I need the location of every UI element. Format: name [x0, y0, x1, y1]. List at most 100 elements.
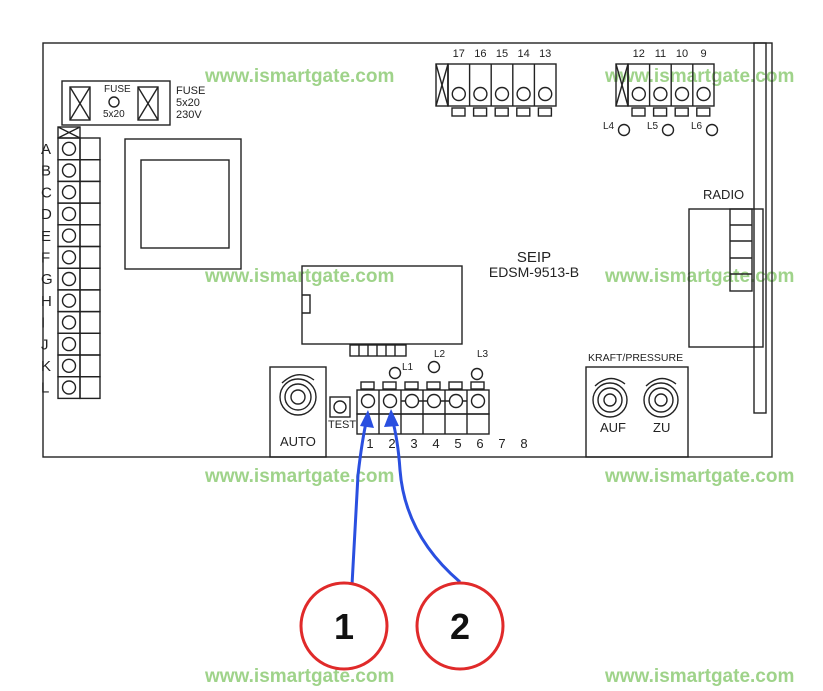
terminal-label: L: [41, 380, 49, 397]
terminal-10: 10: [670, 48, 690, 117]
terminal-8: 8: [520, 436, 527, 451]
fuse-side-voltage: 230V: [176, 109, 202, 121]
terminal-12: 12: [627, 48, 646, 117]
terminal-e: E: [41, 224, 101, 248]
radio-module: [688, 208, 764, 348]
arrow-to-terminal-1: [350, 417, 369, 586]
terminal-13: 13: [533, 48, 553, 117]
terminal-number: 13: [539, 48, 551, 60]
terminal-label: E: [41, 228, 51, 245]
led-label: L5: [647, 121, 659, 132]
terminal-number: 8: [520, 436, 527, 451]
terminal-a: A: [41, 137, 101, 161]
terminal-1: 1: [360, 381, 376, 451]
watermark: www.ismartgate.com: [204, 66, 394, 87]
terminal-label: H: [41, 293, 52, 310]
terminal-number: 16: [474, 48, 486, 60]
auto-potentiometer: [269, 366, 327, 458]
terminal-label: D: [41, 206, 52, 223]
watermark: www.ismartgate.com: [604, 266, 794, 287]
led-l2: L2: [427, 349, 446, 374]
led-label: L2: [434, 349, 446, 360]
terminal-11: 11: [648, 48, 668, 117]
terminal-6: 6: [466, 381, 486, 451]
callout-ring: [299, 581, 389, 671]
fuse-side-label: FUSE: [176, 85, 205, 97]
watermark: www.ismartgate.com: [604, 66, 794, 87]
terminal-number: 2: [388, 436, 395, 451]
terminal-l: L: [41, 376, 101, 400]
terminal-number: 1: [366, 436, 373, 451]
fuse-holder: FUSE 5x20: [61, 80, 171, 126]
terminal-9: 9: [692, 48, 711, 117]
pressure-title: KRAFT/PRESSURE: [588, 352, 683, 364]
callout-ring: [415, 581, 505, 671]
terminal-j: J: [41, 332, 101, 356]
board-edge-strip: [753, 42, 767, 414]
terminal-g: G: [41, 267, 101, 291]
terminal-label: F: [41, 250, 50, 267]
board-brand: SEIP: [517, 249, 551, 266]
top-terminal-block-left: [435, 63, 557, 107]
watermarks: www.ismartgate.com www.ismartgate.com ww…: [204, 66, 794, 687]
transformer: [124, 138, 242, 270]
terminal-number: 7: [498, 436, 505, 451]
test-label: TEST: [328, 419, 356, 431]
terminal-7: 7: [498, 436, 505, 451]
terminal-15: 15: [490, 48, 510, 117]
terminal-label: A: [41, 141, 51, 158]
arrowhead-2: [384, 409, 399, 427]
callout-2: 2: [415, 581, 505, 671]
terminal-number: 17: [453, 48, 465, 60]
radio-label: RADIO: [703, 187, 744, 202]
terminal-number: 10: [676, 48, 688, 60]
terminal-14: 14: [512, 48, 531, 117]
led-label: L4: [603, 121, 615, 132]
terminal-number: 11: [655, 48, 666, 60]
terminal-h: H: [41, 289, 101, 313]
terminal-3: 3: [400, 381, 420, 451]
arrowhead-1: [360, 410, 374, 428]
watermark: www.ismartgate.com: [204, 666, 394, 687]
callout-1: 1: [299, 581, 389, 671]
led-l3: L3: [470, 349, 489, 381]
terminal-4: 4: [422, 381, 442, 451]
terminal-label: J: [41, 336, 49, 353]
terminal-f: F: [41, 245, 101, 269]
terminal-number: 6: [476, 436, 483, 451]
terminal-16: 16: [468, 48, 488, 117]
terminal-k: K: [41, 354, 101, 378]
watermark: www.ismartgate.com: [204, 466, 394, 487]
led-label: L3: [477, 349, 489, 360]
led-label: L1: [402, 362, 414, 373]
fuse-rating: 5x20: [103, 109, 125, 120]
led-l4: L4: [603, 121, 631, 137]
watermark: www.ismartgate.com: [204, 266, 394, 287]
terminal-d: D: [41, 202, 101, 226]
terminal-label: K: [41, 358, 51, 375]
led-l5: L5: [647, 121, 675, 137]
led-l1: L1: [388, 362, 414, 380]
terminal-number: 5: [454, 436, 461, 451]
terminal-label: G: [41, 271, 53, 288]
callout-number: 2: [450, 606, 470, 647]
terminal-number: 4: [432, 436, 439, 451]
terminal-c: C: [41, 180, 101, 204]
fuse-label: FUSE: [104, 84, 131, 95]
led-l6: L6: [691, 121, 719, 137]
terminal-i: I: [41, 310, 101, 335]
test-button: [329, 396, 351, 418]
terminal-number: 3: [410, 436, 417, 451]
terminal-2: 2: [378, 381, 398, 451]
auto-label: AUTO: [280, 434, 316, 449]
watermark: www.ismartgate.com: [604, 666, 794, 687]
board-model: EDSM-9513-B: [489, 264, 579, 280]
pressure-auf-label: AUF: [600, 420, 626, 435]
board-outline: [42, 42, 773, 458]
terminal-label: C: [41, 184, 52, 201]
arrows: [350, 409, 461, 586]
led-label: L6: [691, 121, 703, 132]
terminal-number: 9: [701, 48, 707, 60]
